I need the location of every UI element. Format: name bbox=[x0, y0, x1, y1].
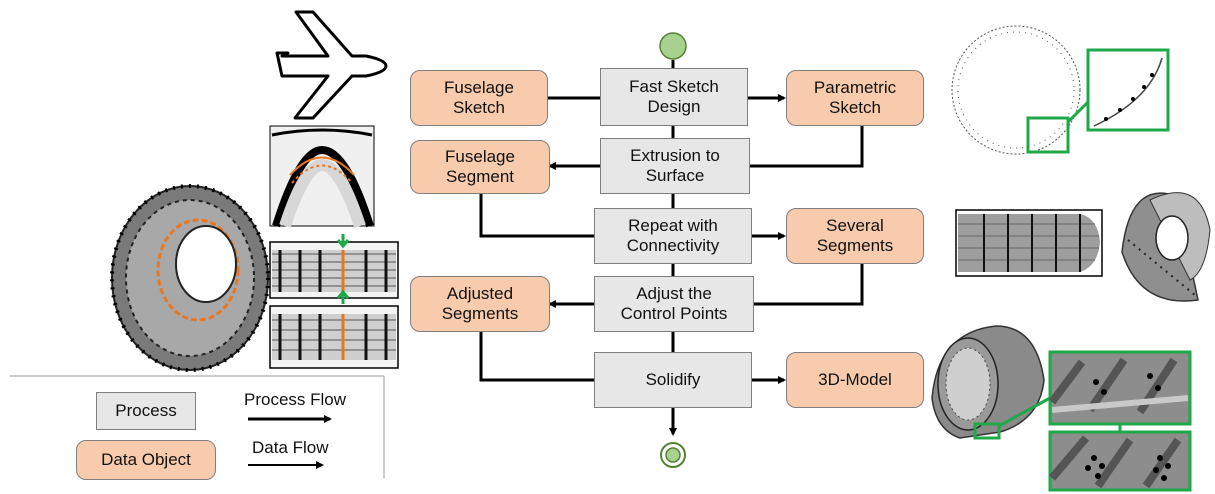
flow-several-to-adjust bbox=[754, 264, 864, 306]
end-node-inner bbox=[665, 447, 681, 463]
model-3d-image bbox=[931, 325, 1051, 440]
process-solidify: Solidify bbox=[594, 352, 752, 408]
segment-side-image-top bbox=[269, 234, 399, 299]
flow-segment-to-repeat bbox=[479, 194, 594, 238]
data-fuselage-sketch: Fuselage Sketch bbox=[410, 70, 548, 126]
start-node bbox=[659, 32, 687, 60]
model-3d-zoom-bottom bbox=[1048, 430, 1192, 492]
data-fuselage-segment: Fuselage Segment bbox=[410, 140, 550, 194]
process-fast-sketch-design: Fast Sketch Design bbox=[600, 68, 748, 126]
process-extrusion-to-surface: Extrusion to Surface bbox=[600, 138, 750, 194]
process-adjust-control-points: Adjust the Control Points bbox=[594, 276, 754, 332]
legend-data-object-box: Data Object bbox=[76, 440, 216, 480]
airplane-icon bbox=[275, 10, 388, 120]
segment-side-image-bottom bbox=[269, 289, 399, 369]
flow-connectors bbox=[479, 60, 864, 436]
parametric-circle-image bbox=[951, 25, 1170, 155]
legend bbox=[10, 375, 385, 478]
data-adjusted-segments: Adjusted Segments bbox=[410, 276, 550, 332]
flow-parametric-to-extrusion bbox=[750, 126, 864, 168]
flow-adjusted-to-solidify bbox=[479, 332, 594, 382]
legend-data-flow-label: Data Flow bbox=[252, 438, 329, 457]
data-parametric-sketch: Parametric Sketch bbox=[786, 70, 924, 126]
data-3d-model: 3D-Model bbox=[786, 352, 924, 408]
legend-process-flow-label: Process Flow bbox=[244, 390, 347, 409]
process-repeat-with-connectivity: Repeat with Connectivity bbox=[594, 208, 752, 264]
legend-process-box: Process bbox=[96, 392, 196, 430]
data-several-segments: Several Segments bbox=[786, 208, 924, 264]
ring-assembly-image bbox=[110, 184, 270, 372]
several-segments-3d-image bbox=[1121, 192, 1211, 302]
fuselage-sketch-image bbox=[269, 125, 375, 228]
several-segments-side-image bbox=[955, 209, 1103, 277]
model-3d-zoom-top bbox=[1048, 350, 1192, 426]
